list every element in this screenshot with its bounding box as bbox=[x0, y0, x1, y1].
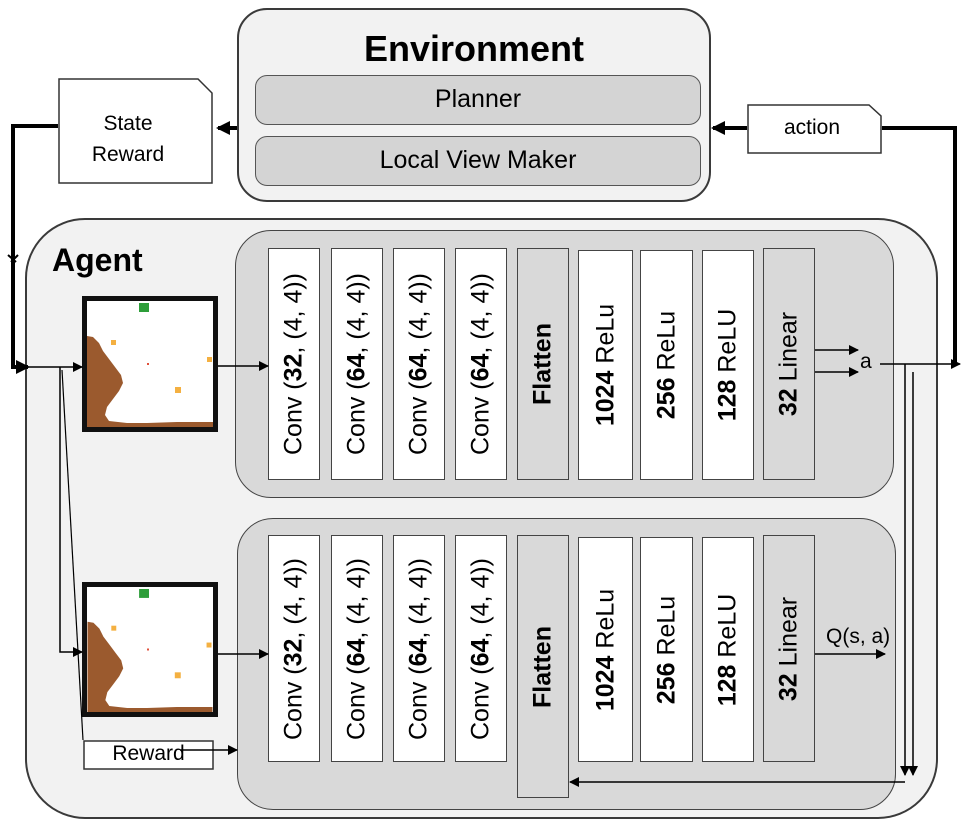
terrain-region bbox=[87, 621, 213, 712]
bottom-linear-32-layer: 32 Linear bbox=[763, 535, 815, 762]
bottom-dense-1024-layer: 1024 ReLu bbox=[578, 537, 633, 762]
reward-doc-label: Reward bbox=[112, 742, 185, 765]
goal-marker bbox=[139, 303, 149, 312]
bottom-flatten-layer: Flatten bbox=[517, 535, 569, 798]
item-marker bbox=[111, 625, 117, 631]
item-marker bbox=[174, 672, 181, 679]
a-to-action-line bbox=[895, 126, 957, 364]
terrain-region bbox=[87, 336, 213, 427]
bottom-conv2-layer: Conv (64, (4, 4)) bbox=[331, 535, 383, 762]
reward-branch-line bbox=[61, 369, 84, 741]
local-view-maker-box: Local View Maker bbox=[255, 136, 701, 186]
action-label: action bbox=[783, 116, 841, 139]
top-conv2-layer: Conv (64, (4, 4)) bbox=[331, 248, 383, 480]
agent-dot bbox=[147, 363, 149, 365]
agent-dot bbox=[147, 648, 150, 651]
top-conv1-layer: Conv (32, (4, 4)) bbox=[268, 248, 320, 480]
top-local-view-image bbox=[82, 296, 218, 432]
state-to-agent-arrow bbox=[11, 124, 58, 374]
top-conv3-layer: Conv (64, (4, 4)) bbox=[393, 248, 445, 480]
state-reward-doc: State Reward bbox=[58, 78, 213, 184]
top-conv4-layer: Conv (64, (4, 4)) bbox=[455, 248, 507, 480]
bottom-local-view-image bbox=[82, 582, 218, 717]
bottom-dense-256-layer: 256 ReLu bbox=[640, 537, 693, 762]
state-label: State bbox=[103, 112, 153, 135]
goal-marker bbox=[139, 588, 150, 598]
top-output-label: a bbox=[860, 350, 872, 373]
top-dense-1024-layer: 1024 ReLu bbox=[578, 250, 633, 480]
reward-doc: Reward bbox=[83, 740, 214, 770]
bottom-dense-128-layer: 128 ReLU bbox=[702, 537, 754, 762]
bottom-conv4-layer: Conv (64, (4, 4)) bbox=[455, 535, 507, 762]
item-marker bbox=[207, 357, 212, 362]
item-marker bbox=[206, 642, 212, 648]
item-marker bbox=[111, 340, 116, 345]
bottom-conv1-layer: Conv (32, (4, 4)) bbox=[268, 535, 320, 762]
top-flatten-layer: Flatten bbox=[517, 248, 569, 480]
action-doc: action bbox=[747, 104, 882, 154]
input-to-bottom-image-arrow bbox=[59, 367, 83, 657]
bottom-output-label: Q(s, a) bbox=[826, 625, 891, 648]
reward-label: Reward bbox=[91, 143, 165, 166]
agent-title: Agent bbox=[52, 242, 143, 278]
bottom-conv3-layer: Conv (64, (4, 4)) bbox=[393, 535, 445, 762]
top-dense-128-layer: 128 ReLU bbox=[702, 250, 754, 480]
environment-title: Environment bbox=[363, 28, 585, 69]
top-linear-32-layer: 32 Linear bbox=[763, 248, 815, 480]
planner-box: Planner bbox=[255, 75, 701, 125]
item-marker bbox=[175, 387, 181, 393]
top-dense-256-layer: 256 ReLu bbox=[640, 250, 693, 480]
